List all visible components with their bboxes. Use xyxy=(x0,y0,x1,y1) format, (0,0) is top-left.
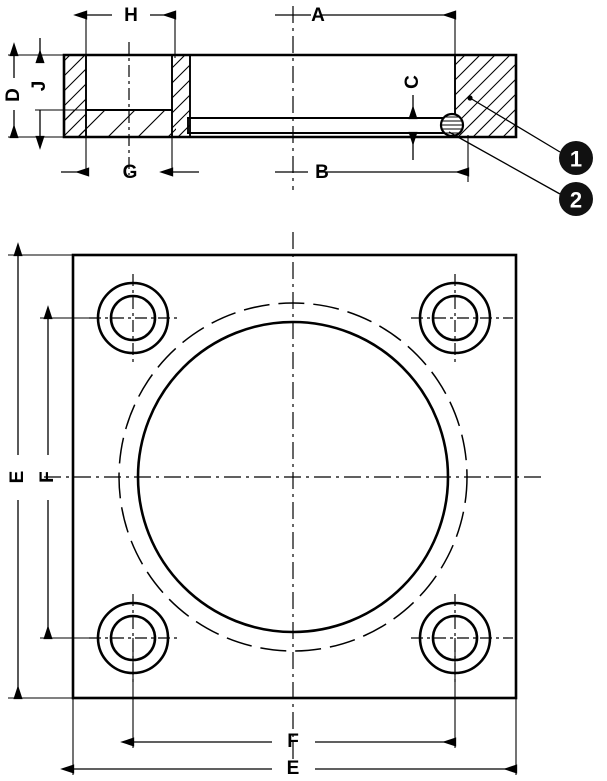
dimension-label-J: J xyxy=(29,81,50,92)
dimension-label-G: G xyxy=(123,162,138,183)
dimension-F-horizontal: F xyxy=(120,638,457,752)
dimension-C: C xyxy=(402,75,423,160)
dimension-label-H: H xyxy=(124,5,138,26)
dimension-H: H xyxy=(73,5,177,58)
dimension-F-vertical: F xyxy=(37,305,100,640)
callout-1-label: 1 xyxy=(570,147,582,172)
dimension-D: D xyxy=(3,42,70,139)
dimension-J: J xyxy=(29,38,88,150)
dimension-B: B xyxy=(275,135,470,183)
callout-2-label: 2 xyxy=(570,188,582,213)
bolt-hole-top-left xyxy=(89,274,177,362)
hatch-left-base xyxy=(64,110,176,137)
callout-1-leader-dot xyxy=(467,95,473,101)
dimension-label-C: C xyxy=(402,75,423,89)
plan-view: E F F E xyxy=(7,232,545,779)
dimension-A: A xyxy=(275,5,457,58)
o-ring-groove-circle xyxy=(118,302,468,652)
cross-section-view: H A D J G xyxy=(3,5,593,216)
dimension-label-E-horizontal: E xyxy=(287,758,300,779)
hatch-mid-wall xyxy=(172,55,190,137)
dimension-label-A: A xyxy=(311,5,325,26)
callout-2: 2 xyxy=(448,131,593,216)
o-ring-section xyxy=(439,112,465,138)
hatch-right-block xyxy=(455,55,516,137)
callout-1-balloon xyxy=(559,141,593,175)
dimension-E-vertical: E xyxy=(7,242,78,700)
bolt-hole-bottom-right xyxy=(411,594,513,682)
callout-1: 1 xyxy=(467,95,593,175)
dimension-G: G xyxy=(61,135,199,183)
dimension-E-horizontal: E xyxy=(60,698,518,779)
dimension-label-E-vertical: E xyxy=(7,471,28,484)
dimension-label-F-vertical: F xyxy=(37,471,58,483)
callout-2-balloon xyxy=(559,182,593,216)
central-bore xyxy=(136,320,450,634)
dimension-label-F-horizontal: F xyxy=(287,731,299,752)
dimension-label-D: D xyxy=(3,88,24,102)
bolt-hole-top-right xyxy=(411,274,513,362)
dimension-label-B: B xyxy=(315,162,329,183)
hatch-left-wall xyxy=(64,55,86,137)
